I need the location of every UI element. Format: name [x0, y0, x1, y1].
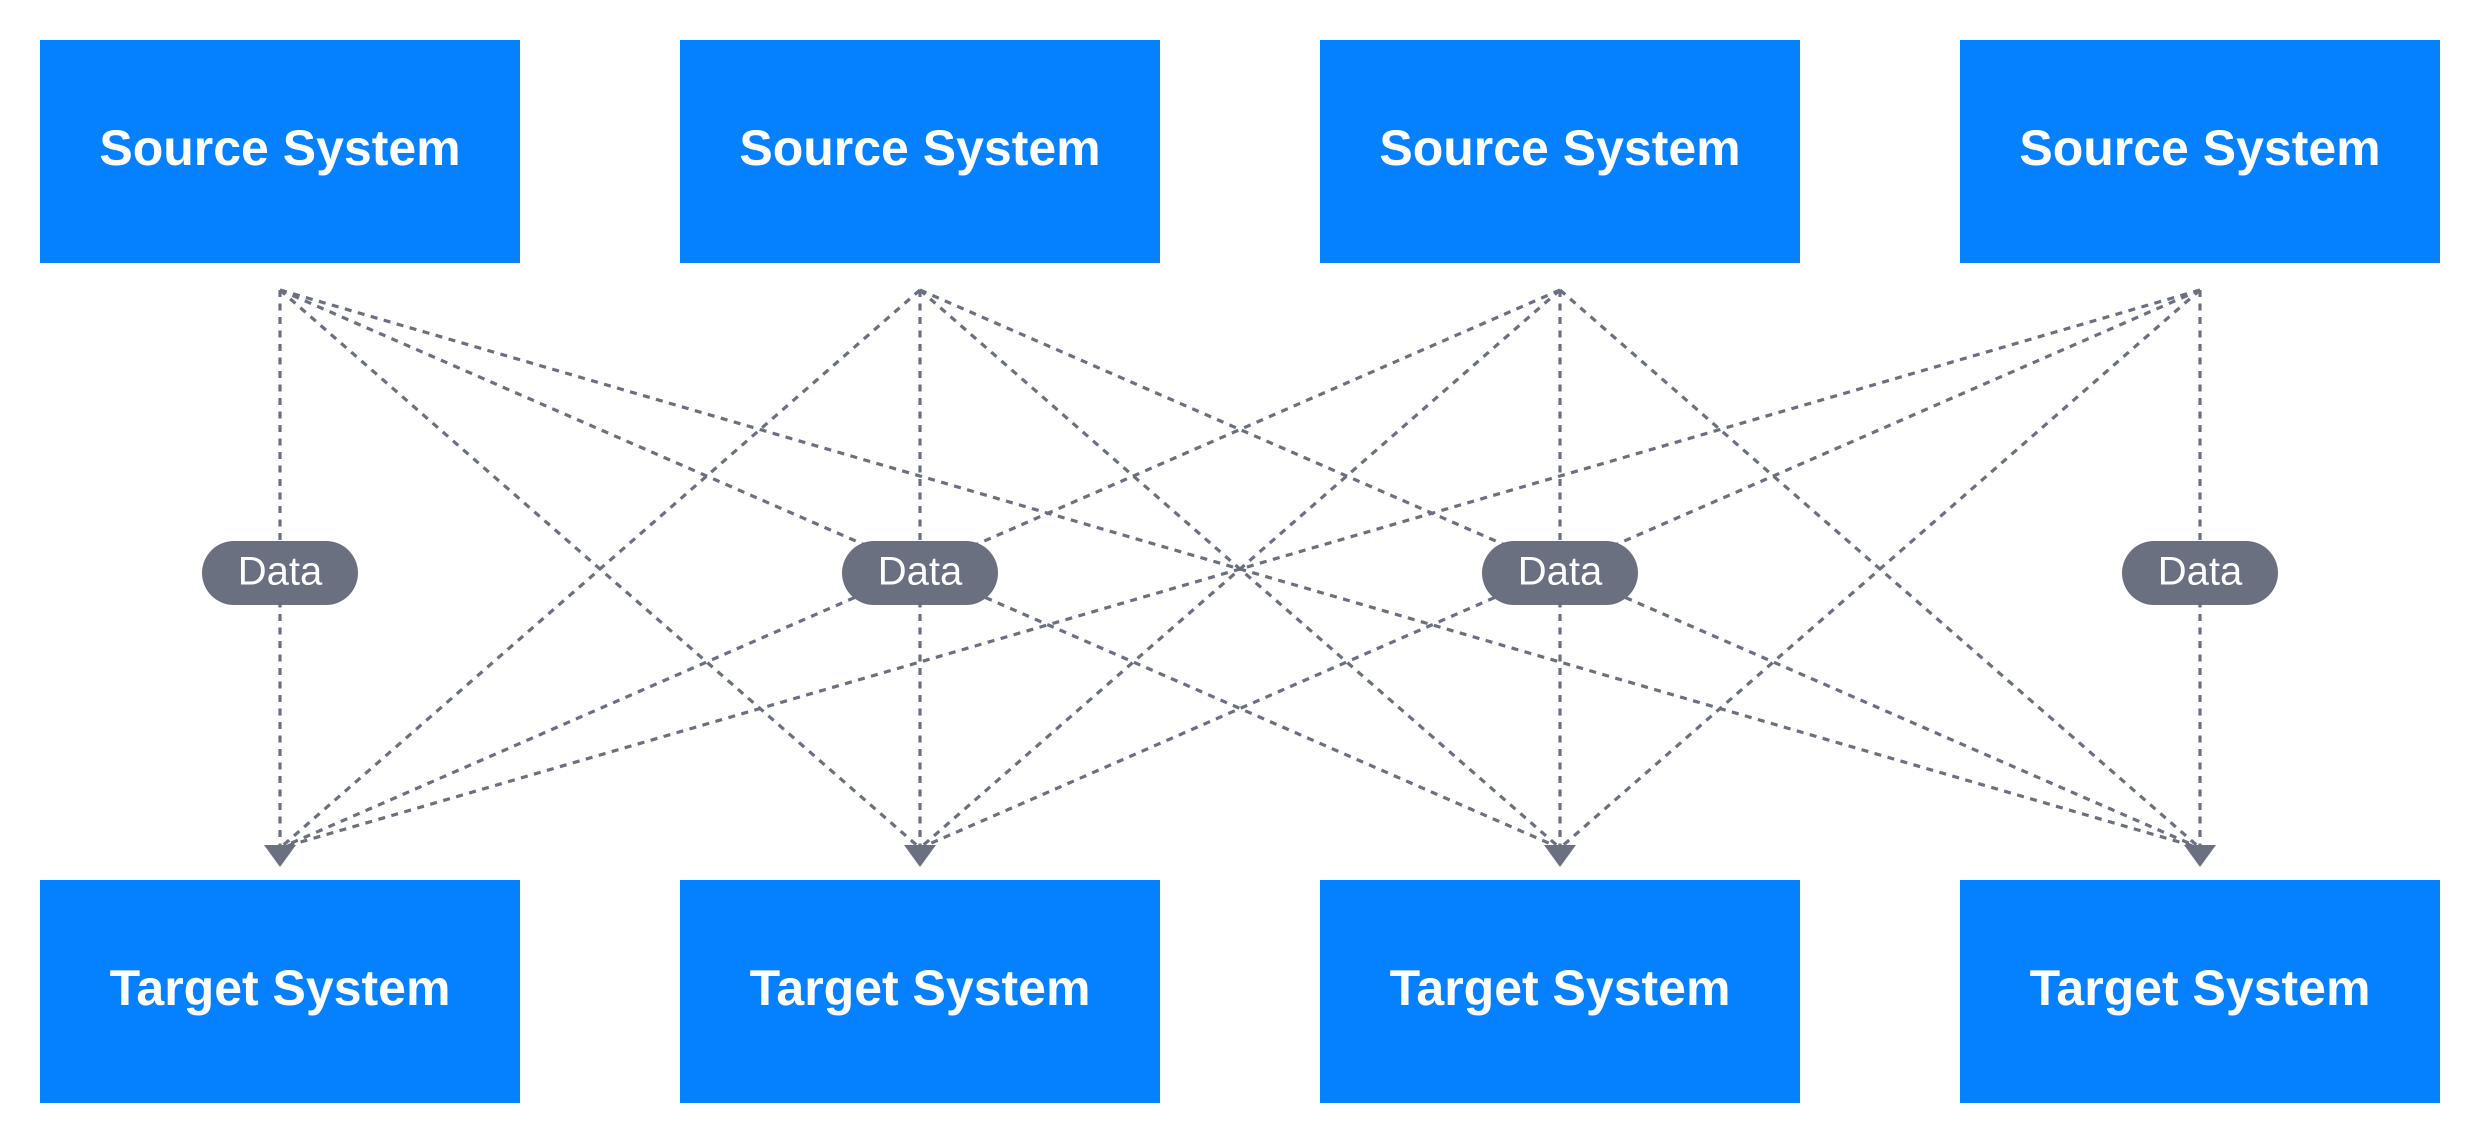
target-system-label: Target System — [1390, 960, 1731, 1016]
arrowhead-icon — [264, 845, 296, 867]
arrowhead-icon — [1544, 845, 1576, 867]
data-pill-label: Data — [238, 550, 323, 594]
source-system-box-4[interactable]: Source System — [1960, 40, 2440, 263]
connector-line — [278, 288, 922, 850]
source-system-box-1[interactable]: Source System — [40, 40, 520, 263]
source-system-box-2[interactable]: Source System — [680, 40, 1160, 263]
target-system-box-1[interactable]: Target System — [40, 880, 520, 1103]
data-pill-label: Data — [878, 550, 963, 594]
source-system-label: Source System — [1379, 120, 1740, 176]
data-pill-label: Data — [2158, 550, 2243, 594]
target-system-label: Target System — [110, 960, 451, 1016]
connector-line — [279, 288, 1561, 850]
arrowhead-icon — [2184, 845, 2216, 867]
connectors — [278, 288, 2202, 850]
data-pill-4: Data — [2122, 541, 2278, 605]
connector-line — [279, 288, 1561, 850]
arrowhead-icon — [904, 845, 936, 867]
source-system-label: Source System — [2019, 120, 2380, 176]
data-pill-1: Data — [202, 541, 358, 605]
target-system-box-4[interactable]: Target System — [1960, 880, 2440, 1103]
source-system-label: Source System — [99, 120, 460, 176]
source-system-label: Source System — [739, 120, 1100, 176]
connector-line — [279, 288, 2201, 850]
target-system-box-2[interactable]: Target System — [680, 880, 1160, 1103]
data-pill-3: Data — [1482, 541, 1638, 605]
data-pill-2: Data — [842, 541, 998, 605]
connector-line — [919, 288, 2201, 850]
connector-line — [919, 288, 2201, 850]
data-pill-label: Data — [1518, 550, 1603, 594]
source-system-box-3[interactable]: Source System — [1320, 40, 1800, 263]
target-system-box-3[interactable]: Target System — [1320, 880, 1800, 1103]
target-system-label: Target System — [2030, 960, 2371, 1016]
target-system-label: Target System — [750, 960, 1091, 1016]
connector-line — [1558, 288, 2202, 850]
